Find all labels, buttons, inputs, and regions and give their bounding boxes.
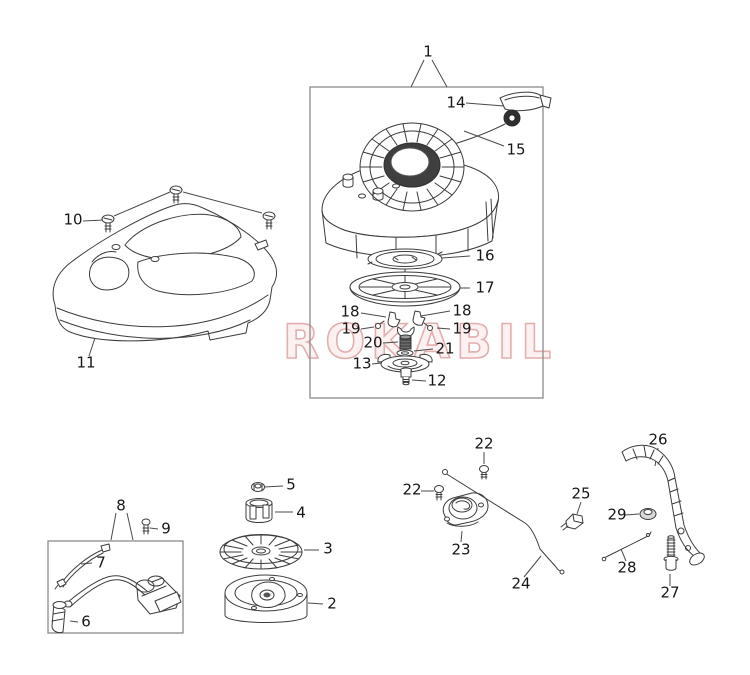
friction-plate-part	[371, 353, 433, 373]
callout-7: 7	[96, 553, 106, 572]
control-lever-part	[621, 444, 705, 566]
cover-screws-part	[82, 185, 276, 233]
callout-27: 27	[660, 583, 680, 602]
throttle-rod-part	[442, 469, 565, 578]
callout-26: 26	[648, 430, 668, 449]
flywheel-part	[224, 574, 324, 623]
callout-29: 29	[607, 505, 627, 524]
callout-25: 25	[571, 484, 591, 503]
callout-15: 15	[506, 140, 526, 159]
pawls-part	[360, 310, 451, 338]
callout-10: 10	[63, 210, 83, 229]
screw-22-top	[479, 452, 489, 480]
starter-cup-part	[245, 498, 293, 523]
washer-part	[396, 348, 434, 357]
recoil-housing-part	[321, 122, 500, 262]
callout-13: 13	[352, 354, 372, 373]
pawl-springs-part	[360, 320, 451, 331]
callout-11: 11	[76, 353, 96, 372]
callout-4: 4	[296, 503, 306, 522]
callout-12: 12	[427, 371, 447, 390]
callout-9: 9	[161, 519, 171, 538]
callout-17: 17	[475, 278, 495, 297]
callout-6: 6	[81, 612, 91, 631]
callout-8: 8	[116, 496, 126, 515]
plug-cap-part	[51, 601, 79, 634]
callout-14: 14	[446, 93, 466, 112]
callout-21: 21	[435, 339, 455, 358]
callout-1: 1	[423, 42, 433, 61]
callout-16: 16	[475, 246, 495, 265]
callout-22-top: 22	[474, 434, 494, 453]
callout-3: 3	[323, 539, 333, 558]
recoil-assembly-box	[309, 59, 544, 399]
engine-cover-part	[52, 203, 277, 357]
coil-screw-part	[141, 518, 159, 535]
starter-handle-part	[465, 91, 552, 127]
cap-part	[442, 492, 489, 543]
retainer-part	[367, 248, 471, 273]
callout-20: 20	[363, 333, 383, 352]
nut-part	[251, 482, 284, 492]
callout-23: 23	[451, 540, 471, 559]
callout-5: 5	[286, 475, 296, 494]
spring-bushing-part	[382, 334, 412, 350]
callout-18-right: 18	[452, 301, 472, 320]
pulley-bolt-part	[400, 367, 427, 386]
callout-22-left: 22	[402, 480, 422, 499]
ignition-coil-part	[63, 575, 182, 615]
callout-19-left: 19	[341, 319, 361, 338]
flywheel-fan-part	[219, 534, 319, 570]
ignition-coil-box	[47, 512, 184, 634]
callout-28: 28	[617, 558, 637, 577]
callout-19-right: 19	[452, 319, 472, 338]
callout-2: 2	[327, 594, 337, 613]
link-rod-part	[601, 531, 652, 562]
callout-18-left: 18	[340, 302, 360, 321]
lever-nut-part	[624, 508, 657, 520]
stop-wire-part	[54, 543, 111, 590]
clip-part	[560, 501, 584, 531]
screw-22-left	[421, 485, 444, 501]
rope-pulley-part	[349, 271, 470, 307]
lever-bolt-part	[663, 535, 679, 586]
fan-ribs	[359, 123, 465, 211]
callout-24: 24	[511, 574, 531, 593]
